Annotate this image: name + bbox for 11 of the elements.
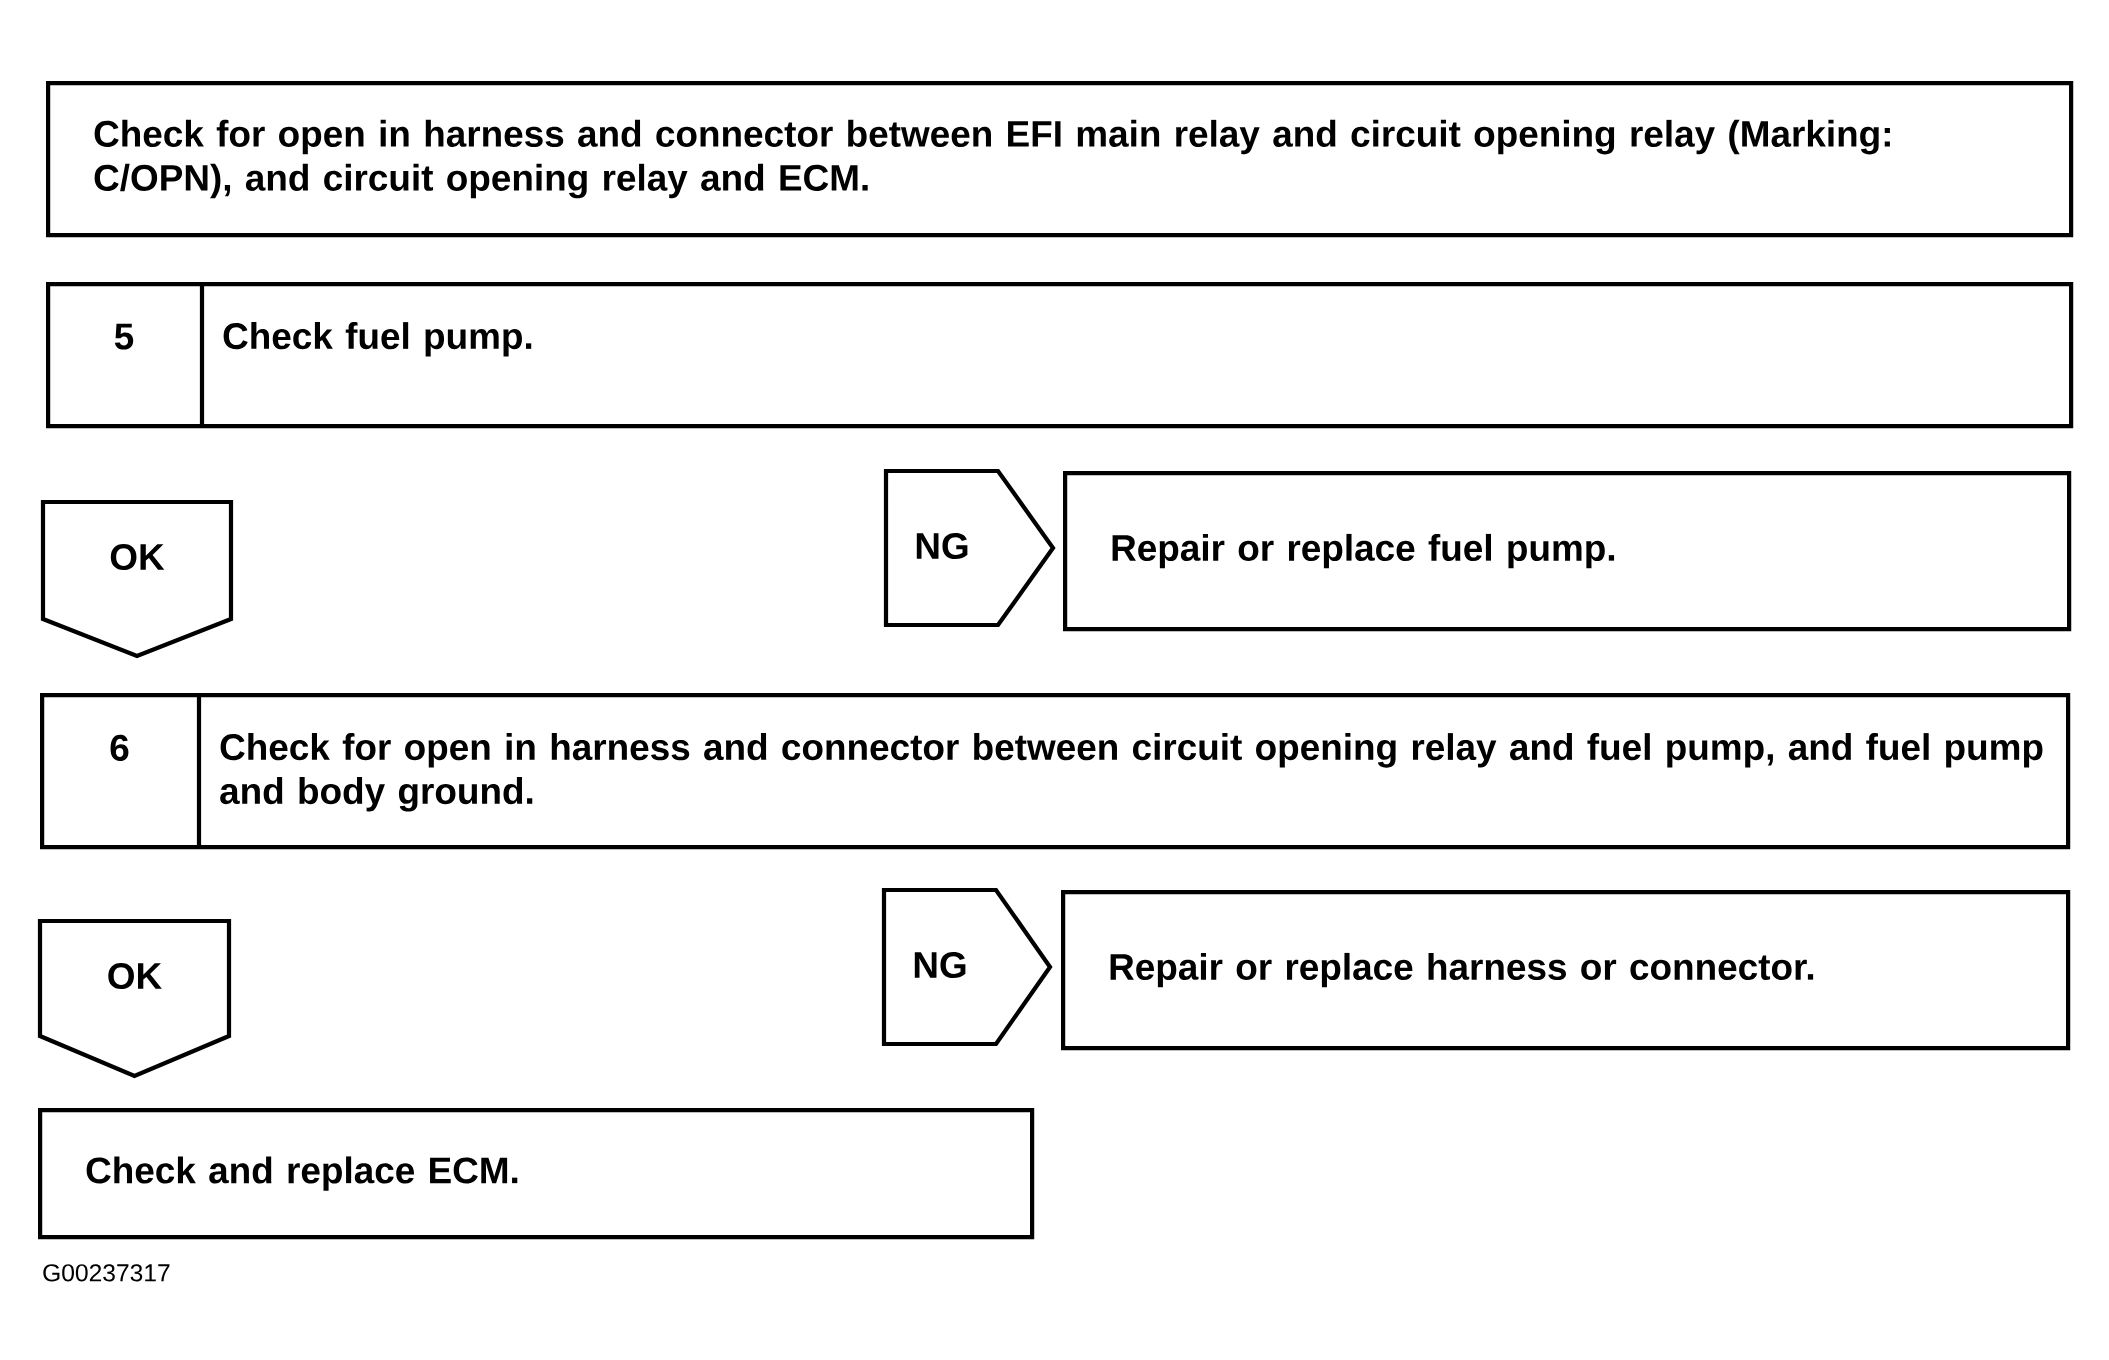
step-number: 5 bbox=[114, 323, 134, 350]
action-box: Repair or replace fuel pump. bbox=[1063, 471, 2072, 632]
step-box bbox=[40, 693, 2071, 850]
action-box: Repair or replace harness or connector. bbox=[1061, 890, 2071, 1051]
figure-code: G00237317 bbox=[43, 1264, 170, 1282]
action-box: Check for open in harness and connector between EFI main relay and circuit opening relay (Marking: C/OPN), and circuit opening relay and ECM. bbox=[46, 81, 2074, 238]
step-box bbox=[46, 282, 2074, 429]
action-box: Check and replace ECM. bbox=[38, 1108, 1035, 1240]
step-text: Check for open in harness and connector between circuit opening relay and fuel pump, and fuel pump and body ground. bbox=[220, 733, 2043, 812]
step-number: 6 bbox=[110, 734, 129, 761]
step-text: Check fuel pump. bbox=[223, 322, 532, 357]
